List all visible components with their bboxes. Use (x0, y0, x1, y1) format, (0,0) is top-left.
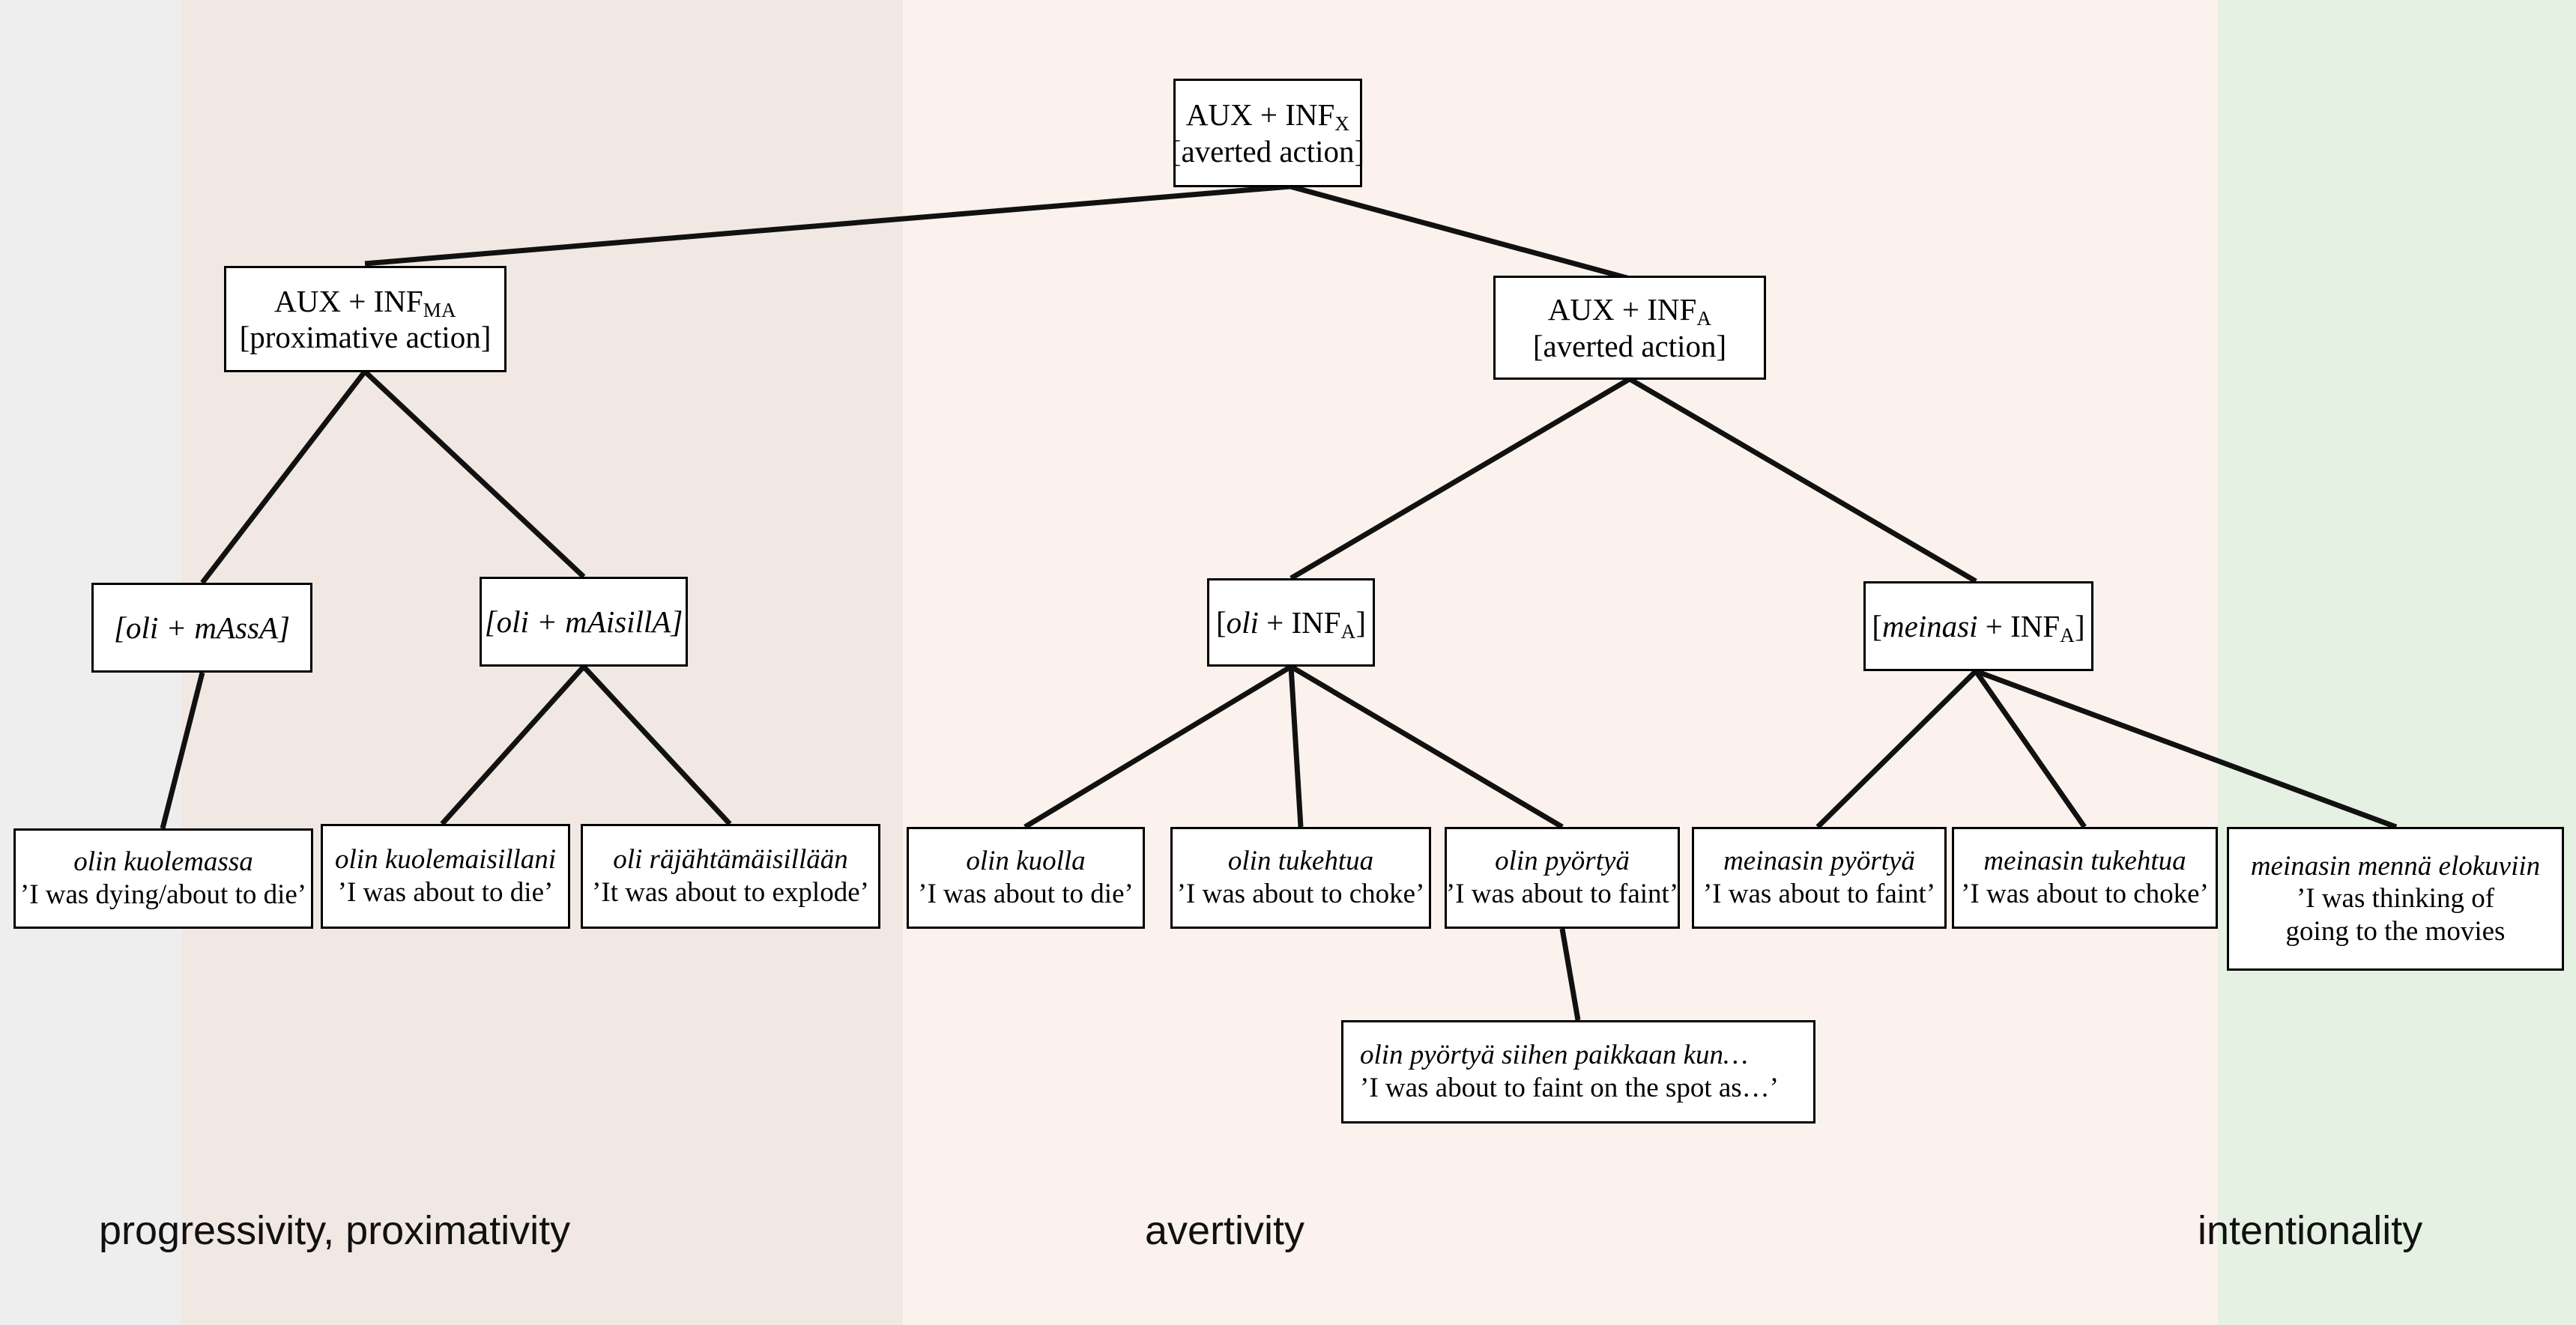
node-aux-inf-ma-line2: [proximative action] (239, 320, 492, 354)
leaf-meinasin-menna-elokuviin-finnish: meinasin mennä elokuviin (2250, 850, 2541, 882)
leaf-olin-pyortya-finnish: olin pyörtyä (1495, 846, 1630, 877)
node-aux-inf-a[interactable]: AUX + INFA [averted action] (1493, 276, 1766, 380)
leaf-oli-rajahtamaisillaan-finnish: oli räjähtämäisillään (613, 844, 848, 876)
node-meinasi-inf-a-text: [meinasi + INFA] (1872, 608, 2085, 646)
node-oli-maisilla[interactable]: [oli + mAisillA] (480, 577, 688, 667)
leaf-olin-kuolla-gloss: ’I was about to die’ (918, 879, 1134, 909)
node-oli-massa-text: [oli + mAssA] (114, 610, 290, 645)
node-aux-inf-ma-line1: AUX + INFMA (274, 283, 456, 321)
leaf-olin-pyortya-gloss: ’I was about to faint’ (1445, 879, 1679, 909)
node-oli-inf-a-text: [oli + INFA] (1215, 604, 1367, 643)
leaf-olin-pyortya-siihen-gloss: ’I was about to faint on the spot as…’ (1360, 1073, 1779, 1103)
node-oli-maisilla-text: [oli + mAisillA] (484, 604, 683, 639)
node-aux-inf-a-line2: [averted action] (1532, 328, 1727, 363)
node-aux-inf-x-line2: [averted action] (1170, 133, 1365, 169)
leaf-oli-rajahtamaisillaan-gloss: ’It was about to explode’ (592, 877, 869, 908)
leaf-meinasin-menna-elokuviin[interactable]: meinasin mennä elokuviin ’I was thinking… (2227, 827, 2564, 971)
leaf-oli-rajahtamaisillaan[interactable]: oli räjähtämäisillään ’It was about to e… (581, 824, 880, 929)
leaf-olin-kuolla-finnish: olin kuolla (966, 846, 1086, 877)
caption-intentionality: intentionality (2198, 1208, 2423, 1253)
node-oli-massa[interactable]: [oli + mAssA] (91, 583, 312, 673)
leaf-meinasin-pyortya-finnish: meinasin pyörtyä (1723, 846, 1915, 877)
node-aux-inf-x-line1: AUX + INFX (1185, 97, 1350, 136)
node-meinasi-inf-a[interactable]: [meinasi + INFA] (1863, 581, 2093, 671)
leaf-olin-kuolemassa-finnish: olin kuolemassa (73, 846, 253, 878)
node-aux-inf-x[interactable]: AUX + INFX [averted action] (1170, 79, 1365, 187)
node-aux-inf-a-line1: AUX + INFA (1547, 292, 1712, 330)
leaf-meinasin-tukehtua-gloss: ’I was about to choke’ (1961, 879, 2209, 909)
leaf-meinasin-tukehtua-finnish: meinasin tukehtua (1983, 846, 2186, 877)
leaf-olin-kuolemassa-gloss: ’I was dying/about to die’ (19, 879, 307, 910)
band-intentionality (2218, 0, 2576, 1325)
node-oli-inf-a[interactable]: [oli + INFA] (1207, 578, 1375, 667)
leaf-olin-kuolemassa[interactable]: olin kuolemassa ’I was dying/about to di… (13, 828, 313, 929)
leaf-olin-kuolla[interactable]: olin kuolla ’I was about to die’ (907, 827, 1145, 929)
node-aux-inf-ma[interactable]: AUX + INFMA [proximative action] (224, 266, 507, 372)
leaf-olin-kuolemaisillani-gloss: ’I was about to die’ (337, 877, 554, 908)
leaf-meinasin-pyortya[interactable]: meinasin pyörtyä ’I was about to faint’ (1692, 827, 1947, 929)
leaf-olin-tukehtua[interactable]: olin tukehtua ’I was about to choke’ (1170, 827, 1431, 929)
leaf-olin-pyortya-siihen-finnish: olin pyörtyä siihen paikkaan kun… (1360, 1040, 1748, 1071)
leaf-olin-kuolemaisillani-finnish: olin kuolemaisillani (335, 844, 556, 876)
leaf-olin-kuolemaisillani[interactable]: olin kuolemaisillani ’I was about to die… (321, 824, 570, 929)
leaf-olin-pyortya[interactable]: olin pyörtyä ’I was about to faint’ (1445, 827, 1680, 929)
leaf-meinasin-menna-elokuviin-gloss2: going to the movies (2285, 915, 2506, 947)
caption-avertivity: avertivity (1145, 1208, 1305, 1253)
leaf-olin-tukehtua-gloss: ’I was about to choke’ (1176, 879, 1425, 909)
leaf-olin-pyortya-siihen-paikkaan[interactable]: olin pyörtyä siihen paikkaan kun… ’I was… (1341, 1020, 1815, 1124)
leaf-olin-tukehtua-finnish: olin tukehtua (1227, 846, 1374, 877)
leaf-meinasin-pyortya-gloss: ’I was about to faint’ (1702, 879, 1936, 909)
leaf-meinasin-tukehtua[interactable]: meinasin tukehtua ’I was about to choke’ (1952, 827, 2218, 929)
caption-progressivity-proximativity: progressivity, proximativity (99, 1208, 571, 1253)
leaf-meinasin-menna-elokuviin-gloss1: ’I was thinking of (2296, 883, 2495, 915)
